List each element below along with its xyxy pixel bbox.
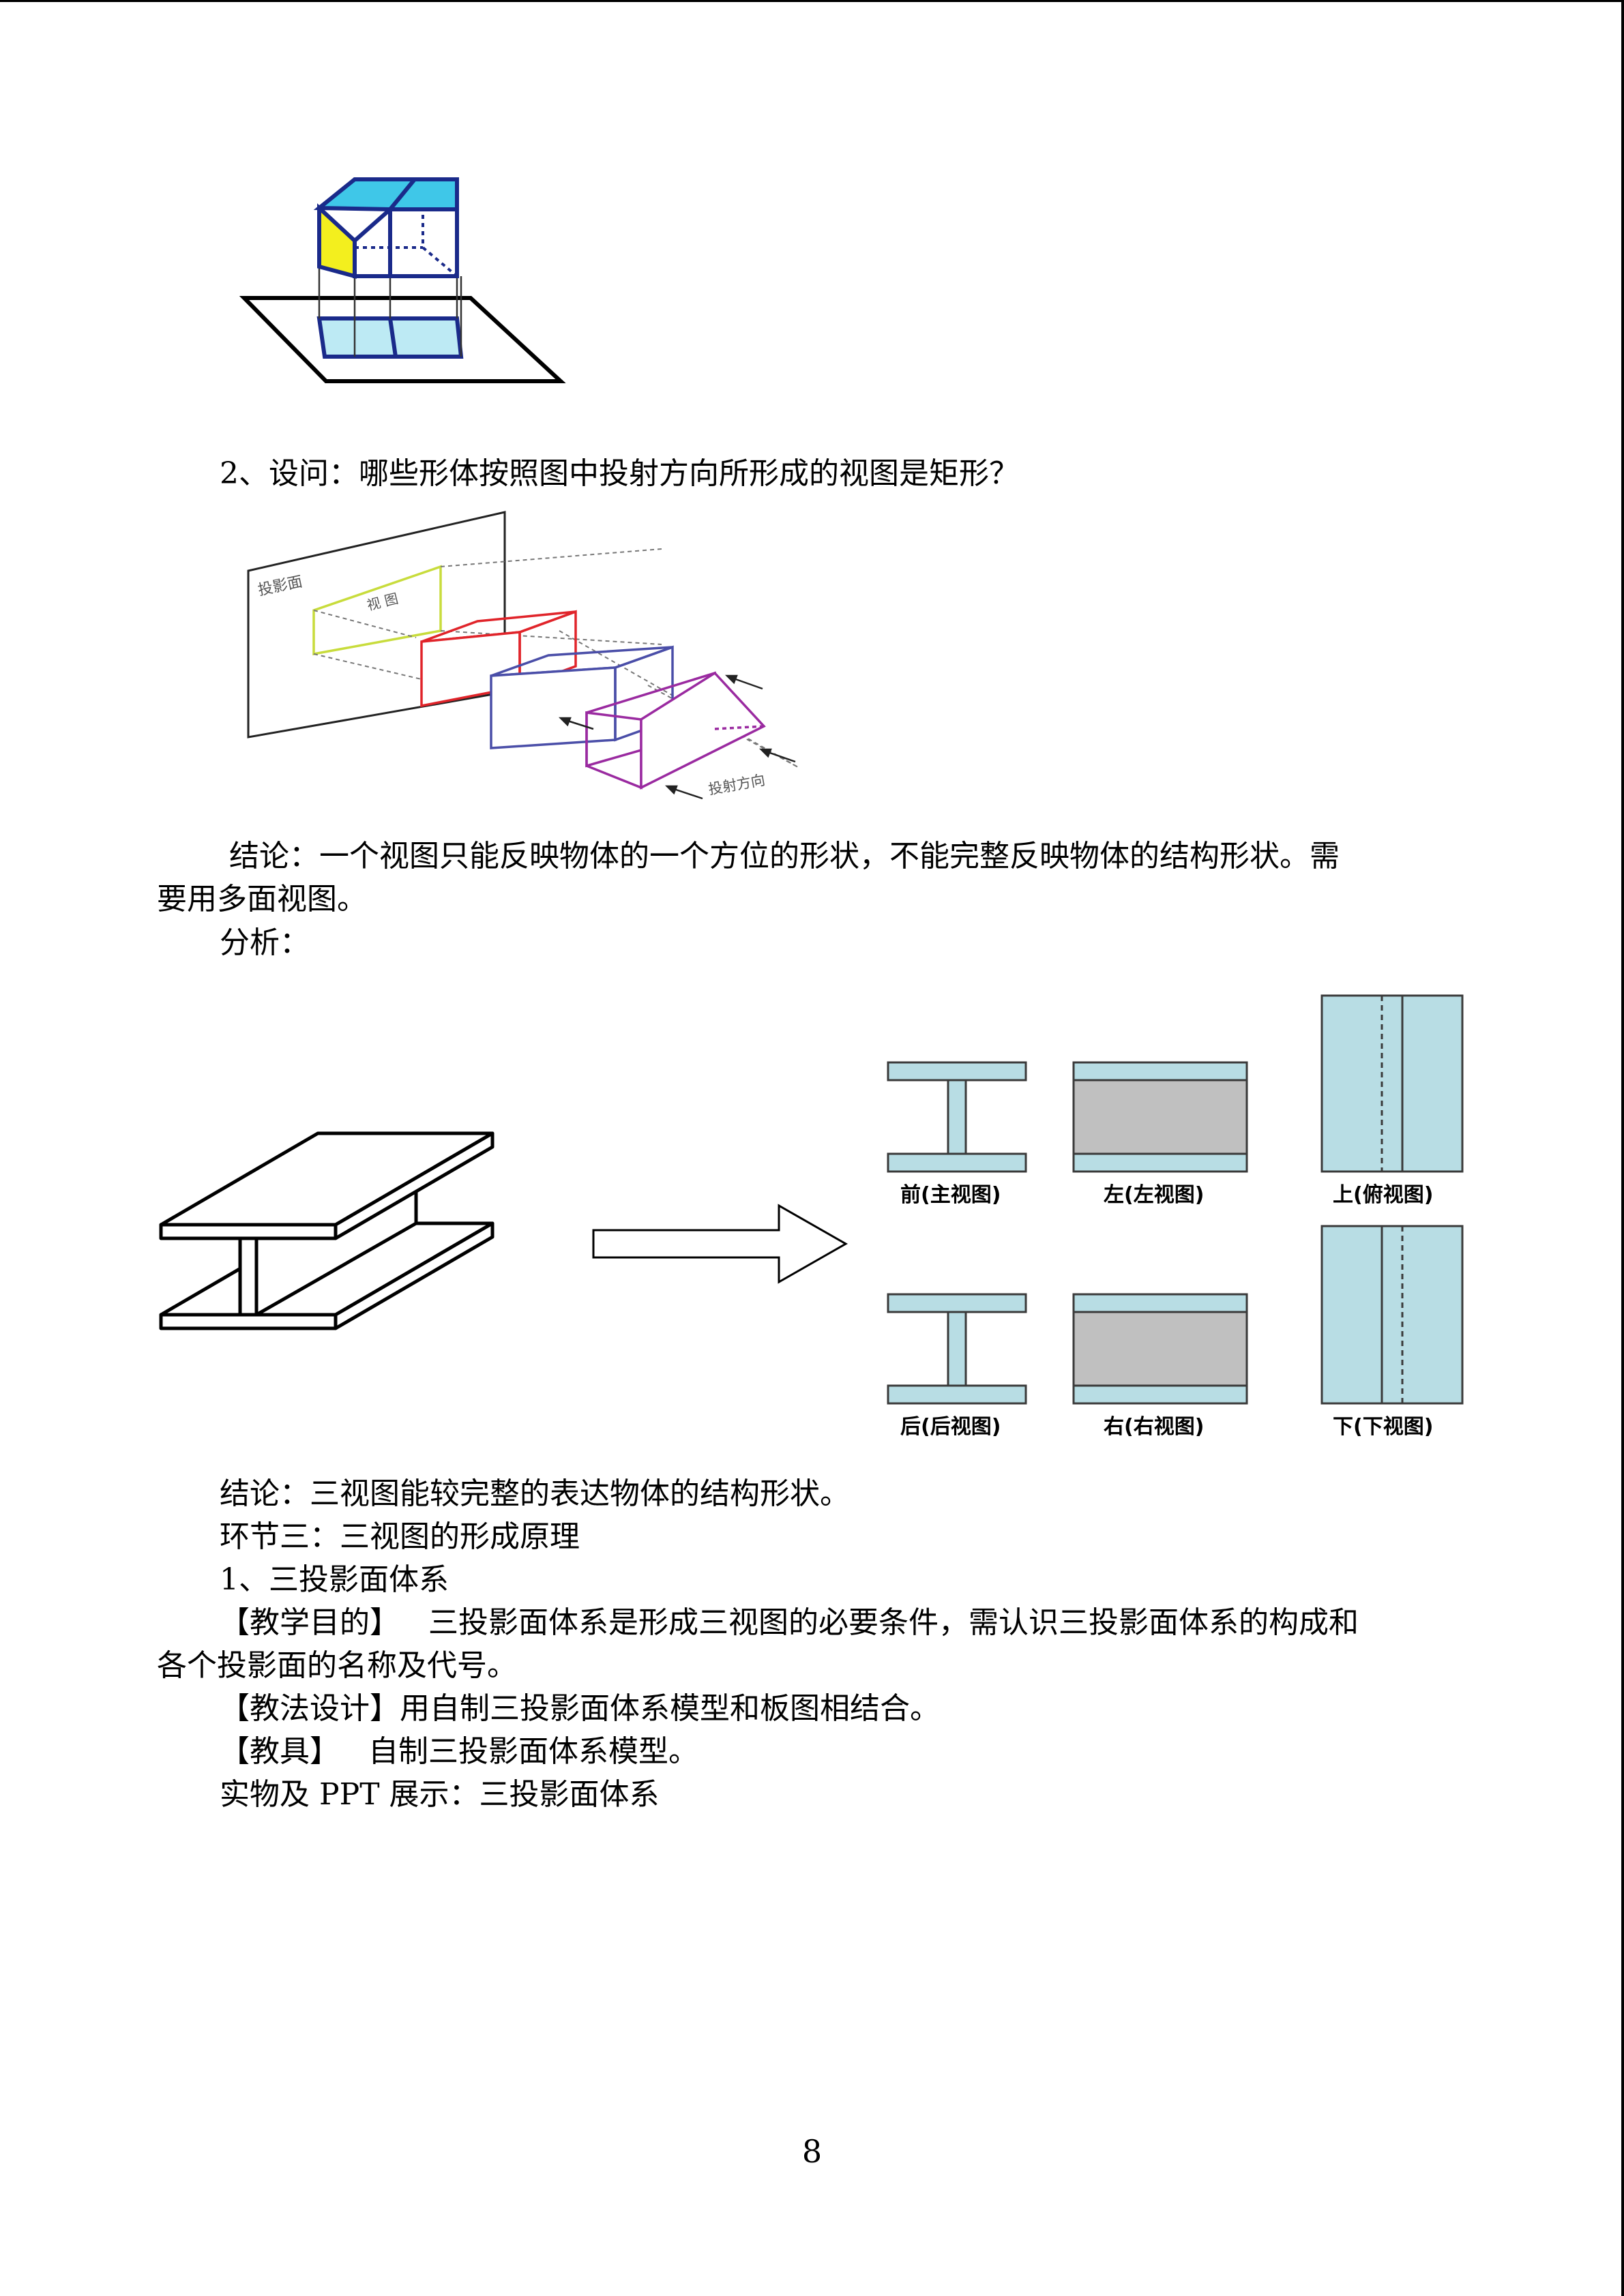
projection-direction-figure: 投影面 视 图 投射方向 xyxy=(247,511,799,800)
back-view-label: 后(后视图) xyxy=(900,1415,1001,1439)
i-beam-3d xyxy=(159,1131,494,1330)
conclusion2-paragraph: 结论：三视图能较完整的表达物体的结构形状。 xyxy=(220,1476,850,1511)
right-view xyxy=(1072,1293,1248,1405)
front-view xyxy=(887,1061,1027,1173)
teaching-method: 【教法设计】用自制三投影面体系模型和板图相结合。 xyxy=(220,1691,940,1726)
front-view-label: 前(主视图) xyxy=(900,1183,1001,1207)
left-view-label: 左(左视图) xyxy=(1104,1183,1204,1207)
page-top-border xyxy=(0,0,1624,2)
right-view-label: 右(右视图) xyxy=(1104,1415,1204,1439)
demo-line: 实物及 PPT 展示：三投影面体系 xyxy=(220,1777,660,1812)
conclusion1-line1: 结论：一个视图只能反映物体的一个方位的形状，不能完整反映物体的结构形状。需 xyxy=(229,839,1340,874)
page-right-border xyxy=(1621,0,1624,2296)
bottom-view-label: 下(下视图) xyxy=(1333,1415,1433,1439)
i-beam-figure: 前(主视图) 左(左视图) 上(俯视图) 后(后视图) 右(右视图) 下(下视图… xyxy=(159,994,1464,1439)
conclusion1-line2: 要用多面视图。 xyxy=(157,882,367,916)
teaching-goal-line1: 【教学目的】 三投影面体系是形成三视图的必要条件，需认识三投影面体系的构成和 xyxy=(220,1605,1359,1640)
view-arrow xyxy=(592,1204,848,1284)
back-view xyxy=(887,1293,1027,1405)
house-front-face xyxy=(353,207,459,278)
projection-direction-label: 投射方向 xyxy=(707,772,767,798)
teaching-goal-line2: 各个投影面的名称及代号。 xyxy=(157,1648,517,1683)
analysis-label: 分析： xyxy=(220,925,310,960)
item1-heading: 1、三投影面体系 xyxy=(220,1562,449,1597)
top-view xyxy=(1320,994,1464,1173)
house-side-yellow xyxy=(317,203,357,279)
page-number: 8 xyxy=(801,2133,823,2170)
top-view-label: 上(俯视图) xyxy=(1333,1183,1433,1207)
purple-prism xyxy=(585,671,766,790)
left-view xyxy=(1072,1061,1248,1173)
teaching-tools: 【教具】 自制三投影面体系模型。 xyxy=(220,1734,698,1769)
question-paragraph: 2、设问：哪些形体按照图中投射方向所形成的视图是矩形？ xyxy=(220,456,1019,491)
house-projection-figure xyxy=(239,177,566,383)
bottom-view xyxy=(1320,1225,1464,1405)
section3-heading: 环节三：三视图的形成原理 xyxy=(220,1519,580,1554)
